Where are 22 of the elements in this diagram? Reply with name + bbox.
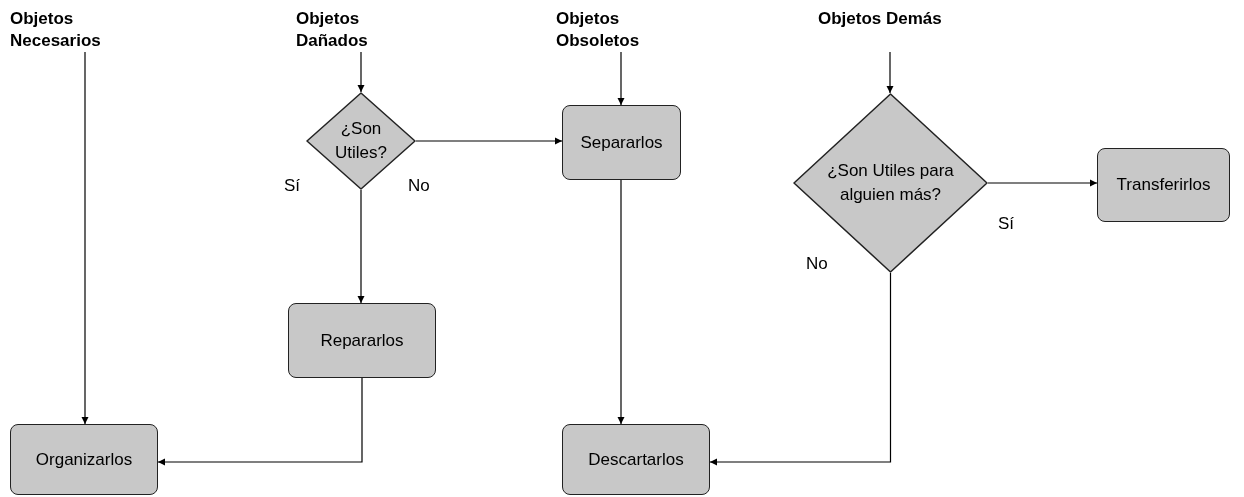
process-box: Organizarlos <box>10 424 158 495</box>
arrow <box>987 179 1098 187</box>
process-box: Transferirlos <box>1097 148 1230 222</box>
arrow <box>709 272 892 466</box>
arrow <box>357 189 365 304</box>
arrow <box>357 51 365 93</box>
category-heading: Objetos Dañados <box>296 8 426 52</box>
edge-label: Sí <box>998 214 1015 234</box>
arrow <box>617 179 625 425</box>
process-box: Descartarlos <box>562 424 710 495</box>
category-heading: Objetos Obsoletos <box>556 8 686 52</box>
edge-label: Sí <box>284 176 301 196</box>
process-box: Repararlos <box>288 303 436 378</box>
arrow <box>617 51 625 106</box>
process-box: Separarlos <box>562 105 681 180</box>
arrow <box>886 51 894 94</box>
category-heading: Objetos Demás <box>818 8 948 52</box>
arrow <box>415 137 563 145</box>
category-heading: Objetos Necesarios <box>10 8 140 52</box>
arrow <box>81 51 89 425</box>
arrow <box>157 377 363 466</box>
edge-label: No <box>806 254 828 274</box>
